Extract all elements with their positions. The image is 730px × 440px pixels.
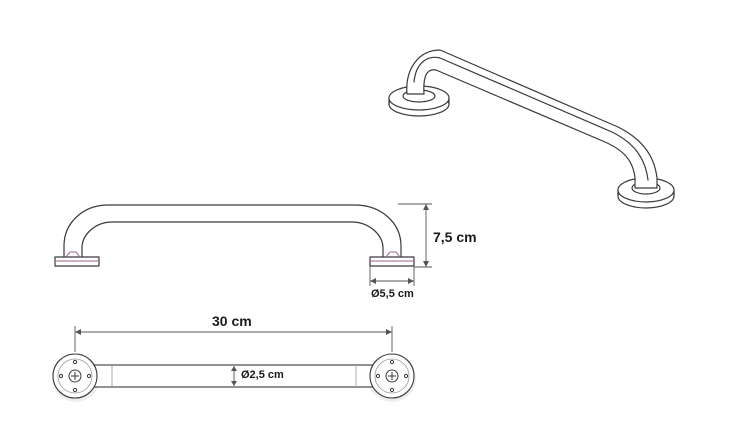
- base-diameter-label: Ø5,5 cm: [371, 288, 414, 300]
- side-tube-outer: [63, 204, 402, 262]
- height-dimension-label: 7,5 cm: [433, 229, 477, 245]
- tube-diameter-label: Ø2,5 cm: [241, 369, 284, 381]
- perspective-tube-ridge: [413, 56, 649, 181]
- side-tube-inner: [81, 221, 384, 262]
- perspective-tube: [406, 49, 658, 189]
- length-dimension-label: 30 cm: [212, 313, 252, 329]
